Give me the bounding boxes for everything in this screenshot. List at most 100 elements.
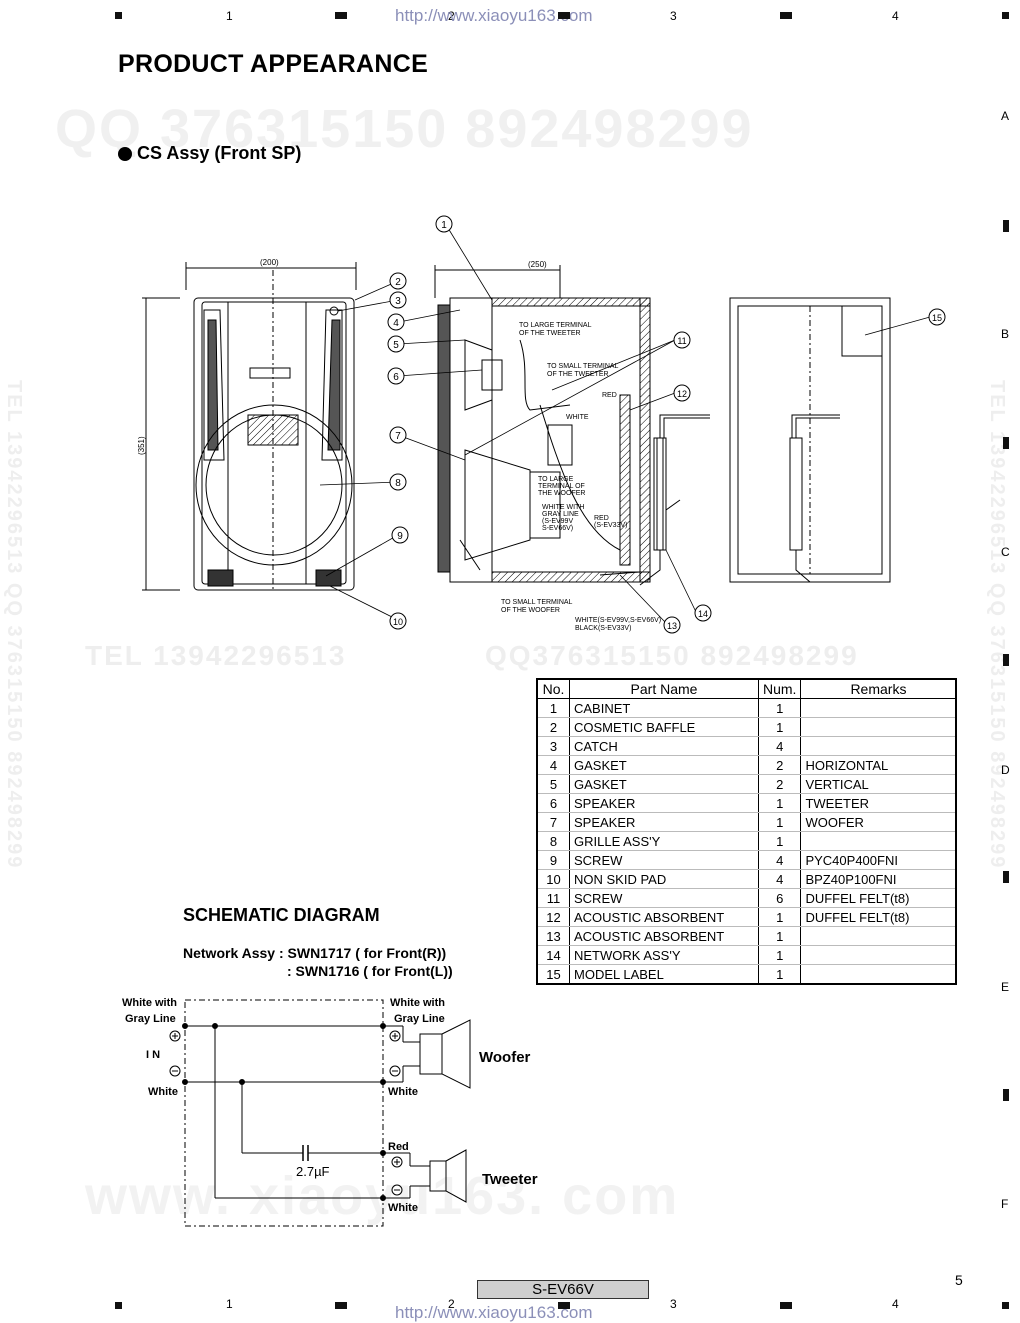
part-quantity-cell: 4 — [757, 869, 802, 889]
dimension-height: (351) — [137, 436, 146, 455]
part-name-cell: ACOUSTIC ABSORBENT — [569, 907, 759, 927]
note-line: GRAY LINE — [542, 511, 579, 518]
border-square-mark — [115, 12, 122, 19]
schematic-title: SCHEMATIC DIAGRAM — [183, 905, 380, 925]
part-name-cell: COSMETIC BAFFLE — [569, 717, 759, 737]
border-square-mark — [558, 1302, 570, 1309]
note-line: THE WOOFER — [538, 490, 585, 497]
part-name-cell: GASKET — [569, 774, 759, 794]
border-square-mark — [1003, 437, 1009, 449]
note-line: (S-EV33V) — [594, 522, 627, 529]
note-line: TO SMALL TERMINAL — [547, 363, 619, 370]
border-square-mark — [1002, 12, 1009, 19]
tweeter-label: Tweeter — [482, 1171, 538, 1188]
part-number-cell: 6 — [536, 793, 570, 813]
part-quantity-cell: 6 — [757, 888, 802, 908]
note-line: OF THE TWEETER — [519, 330, 581, 337]
callout-number: 3 — [395, 296, 401, 307]
product-drawing: (200) (351) (250) — [137, 215, 946, 634]
table-header-row: No. Part Name Num. Remarks — [536, 678, 957, 699]
part-quantity-cell: 1 — [757, 812, 802, 832]
part-quantity-cell: 1 — [757, 698, 802, 718]
part-name-cell: MODEL LABEL — [569, 964, 759, 985]
border-square-mark — [335, 12, 347, 19]
note-line: TERMINAL OF — [538, 483, 585, 490]
column-number: 4 — [892, 1297, 899, 1311]
watermark-qq: QQ 376315150 892498299 — [55, 99, 754, 159]
callout-number: 6 — [393, 372, 399, 383]
note-line: WHITE WITH — [542, 504, 584, 511]
part-name-cell: SPEAKER — [569, 812, 759, 832]
part-name-cell: SCREW — [569, 888, 759, 908]
part-number-cell: 1 — [536, 698, 570, 718]
part-number-cell: 15 — [536, 964, 570, 985]
border-square-mark — [335, 1302, 347, 1309]
callout-number: 2 — [395, 277, 401, 288]
callout-number: 5 — [393, 340, 399, 351]
part-quantity-cell: 4 — [757, 850, 802, 870]
callout-number: 11 — [677, 336, 686, 346]
wire-notes: TO LARGE TERMINAL OF THE TWEETER TO SMAL… — [501, 322, 661, 632]
schematic-label-in-top-1: White with — [122, 997, 177, 1009]
network-line-2: : SWN1716 ( for Front(L)) — [287, 963, 453, 979]
section-subtitle: CS Assy (Front SP) — [137, 143, 302, 163]
row-letter: E — [1001, 980, 1010, 994]
schematic-label-in-top-2: Gray Line — [125, 1013, 176, 1025]
part-remarks-cell: WOOFER — [800, 812, 957, 832]
subtitle-bullet-icon — [118, 147, 132, 161]
column-number: 2 — [448, 9, 455, 23]
callout-number: 10 — [393, 617, 403, 627]
row-letter: D — [1001, 763, 1010, 777]
rear-view — [729, 297, 891, 583]
note-line: BLACK(S-EV33V) — [575, 625, 631, 632]
row-letter: A — [1001, 109, 1010, 123]
woofer-label: Woofer — [479, 1049, 531, 1066]
row-letter: C — [1001, 545, 1010, 559]
part-remarks-cell: HORIZONTAL — [800, 755, 957, 775]
part-remarks-cell — [800, 736, 957, 756]
note-line: WHITE(S-EV99V,S-EV66V) — [575, 617, 661, 624]
part-quantity-cell: 1 — [757, 907, 802, 927]
border-square-mark — [1003, 1089, 1009, 1101]
part-name-cell: ACOUSTIC ABSORBENT — [569, 926, 759, 946]
callout-number: 14 — [698, 609, 708, 619]
capacitor-value: 2.7µF — [296, 1164, 330, 1179]
callout-circle — [435, 215, 453, 233]
side-section-view — [434, 265, 651, 583]
callout-number: 7 — [395, 431, 401, 442]
source-url-bottom[interactable]: http://www.xiaoyu163.com — [395, 1303, 593, 1322]
note-line: TO LARGE — [538, 476, 574, 483]
part-number-cell: 13 — [536, 926, 570, 946]
column-number: 4 — [892, 9, 899, 23]
column-header: Num. — [757, 678, 802, 699]
border-square-mark — [558, 12, 570, 19]
callout-number: 4 — [393, 318, 399, 329]
callout-circle — [694, 604, 712, 622]
callout-circle — [391, 526, 409, 544]
part-remarks-cell — [800, 926, 957, 946]
part-quantity-cell: 4 — [757, 736, 802, 756]
part-remarks-cell: DUFFEL FELT(t8) — [800, 907, 957, 927]
page-title: PRODUCT APPEARANCE — [118, 50, 429, 78]
callout-circle — [663, 616, 681, 634]
part-number-cell: 8 — [536, 831, 570, 851]
callout-number: 12 — [677, 389, 687, 399]
callout-number: 8 — [395, 478, 401, 489]
part-number-cell: 10 — [536, 869, 570, 889]
border-square-mark — [780, 12, 792, 19]
note-line: OF THE TWEETER — [547, 371, 609, 378]
source-url-top[interactable]: http://www.xiaoyu163.com — [395, 6, 593, 25]
column-header: Part Name — [569, 678, 759, 699]
callout-circle — [387, 313, 405, 331]
part-remarks-cell: TWEETER — [800, 793, 957, 813]
border-square-mark — [1002, 1302, 1009, 1309]
schematic-label-in-bottom: White — [148, 1086, 178, 1098]
